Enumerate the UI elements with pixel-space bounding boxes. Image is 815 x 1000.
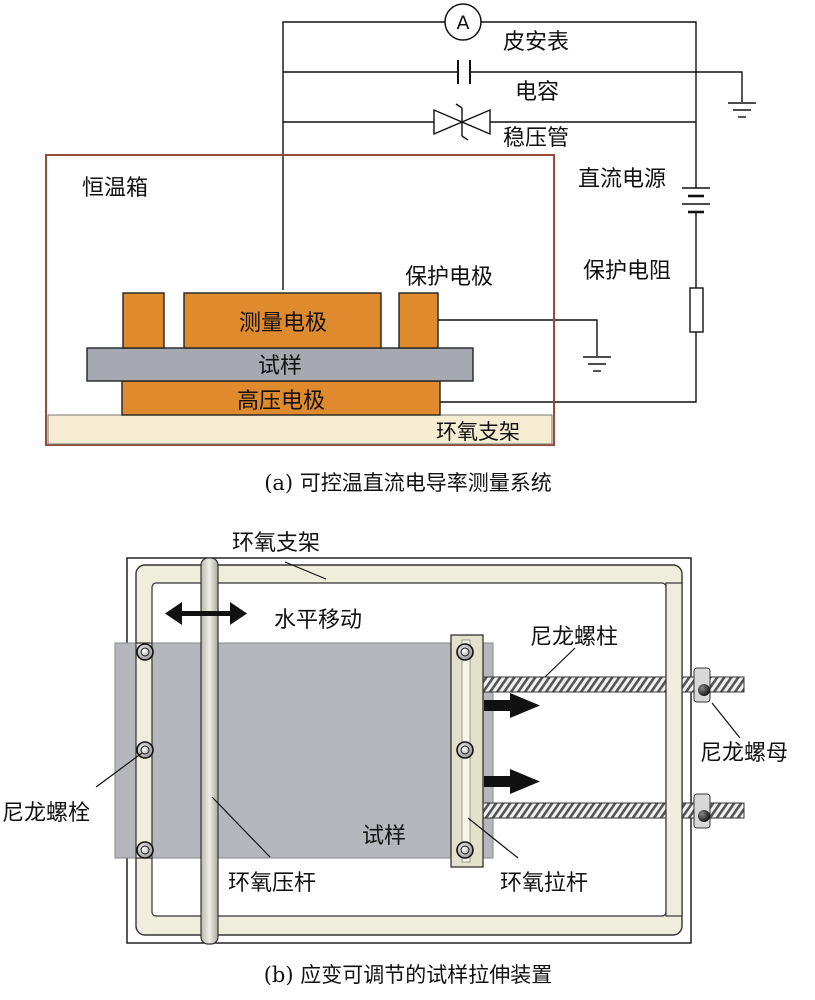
circuit-wires bbox=[282, 21, 743, 403]
caption-b: (b) 应变可调节的试样拉伸装置 bbox=[264, 963, 553, 987]
epoxy-press-rod-label: 环氧压杆 bbox=[228, 871, 316, 896]
specimen-label-a: 试样 bbox=[258, 354, 302, 379]
epoxy-support-base bbox=[47, 414, 553, 445]
svg-text:A: A bbox=[457, 12, 470, 34]
measure-electrode-label: 测量电极 bbox=[239, 311, 327, 336]
epoxy-pull-rod-label: 环氧拉杆 bbox=[500, 871, 588, 896]
dc-source-label: 直流电源 bbox=[578, 167, 666, 192]
dc-source-icon bbox=[682, 182, 710, 214]
pull-arrow-icon bbox=[484, 693, 540, 794]
epoxy-frame-label: 环氧支架 bbox=[232, 531, 320, 556]
protect-resistor-icon bbox=[689, 287, 704, 333]
guard-electrode-right bbox=[398, 292, 439, 349]
leader-lines bbox=[95, 561, 741, 859]
part-a-circuit-diagram: A 皮安表 电容 稳压管 bbox=[45, 3, 756, 495]
capacitor-icon bbox=[457, 60, 471, 84]
horizontal-move-label: 水平移动 bbox=[274, 608, 362, 633]
nylon-stud-label: 尼龙螺柱 bbox=[530, 625, 618, 650]
ground-icon-capacitor bbox=[728, 102, 756, 118]
epoxy-support-label: 环氧支架 bbox=[436, 420, 520, 444]
ground-icon-guard bbox=[583, 356, 611, 372]
nylon-nut-label: 尼龙螺母 bbox=[700, 741, 788, 766]
nylon-bolt-label: 尼龙螺栓 bbox=[2, 801, 90, 826]
hv-electrode-label: 高压电极 bbox=[237, 389, 325, 414]
ammeter-icon: A bbox=[444, 3, 482, 41]
pull-rod-bolt-icon bbox=[456, 643, 474, 859]
zener-label: 稳压管 bbox=[503, 126, 569, 151]
caption-a: (a) 可控温直流电导率测量系统 bbox=[264, 471, 552, 495]
protect-resistor-label: 保护电阻 bbox=[583, 259, 671, 284]
oven-label: 恒温箱 bbox=[82, 176, 148, 201]
sample-sheet bbox=[114, 642, 494, 859]
guard-electrode-left bbox=[122, 292, 165, 349]
nylon-bolt-icon bbox=[136, 643, 154, 859]
oven-box bbox=[45, 154, 555, 446]
guard-electrode-label: 保护电极 bbox=[405, 265, 493, 290]
epoxy-press-rod bbox=[200, 557, 219, 945]
epoxy-frame-right-side bbox=[665, 582, 683, 917]
picoammeter-label: 皮安表 bbox=[503, 30, 569, 55]
part-b-stretch-device: 水平移动 bbox=[2, 531, 788, 987]
horizontal-move-arrow-icon bbox=[165, 602, 247, 625]
measure-electrode bbox=[183, 292, 382, 349]
capacitor-label: 电容 bbox=[515, 80, 559, 105]
nylon-nut-icon bbox=[693, 667, 711, 829]
zener-diode-icon bbox=[433, 103, 491, 141]
specimen-label-b: 试样 bbox=[362, 824, 406, 849]
